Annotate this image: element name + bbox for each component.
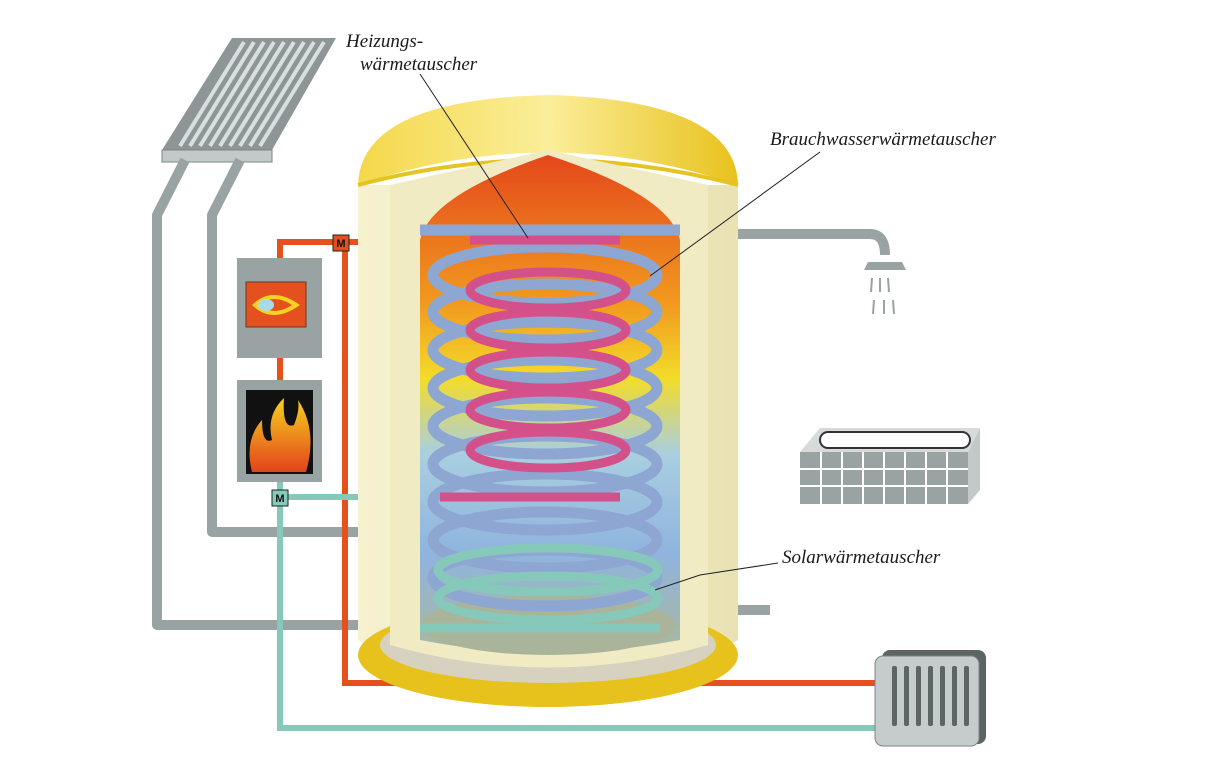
wood-stove xyxy=(237,380,322,482)
shower-head xyxy=(864,262,906,315)
solar-coil xyxy=(420,543,663,633)
label-solar-exchanger: Solarwärmetauscher xyxy=(782,547,941,568)
boiler-unit xyxy=(237,258,322,358)
radiator xyxy=(874,650,986,747)
leader-lines xyxy=(419,73,821,591)
svg-text:M: M xyxy=(275,493,284,505)
heating-coil xyxy=(440,235,631,502)
label-heating-exchanger-line2: wärmetauscher xyxy=(360,54,478,75)
domestic-water-coil xyxy=(420,224,680,612)
solar-pipes xyxy=(277,482,880,731)
svg-text:M: M xyxy=(336,238,345,250)
gray-pipes xyxy=(152,157,890,630)
label-domestic-water-exchanger: Brauchwasserwärmetauscher xyxy=(770,129,996,150)
label-heating-exchanger-line1: Heizungs- xyxy=(345,31,423,52)
motor-valve-lower: M xyxy=(271,489,289,507)
bathtub xyxy=(800,428,980,504)
solar-collector xyxy=(161,38,336,163)
motor-valve-upper: M xyxy=(332,234,350,252)
